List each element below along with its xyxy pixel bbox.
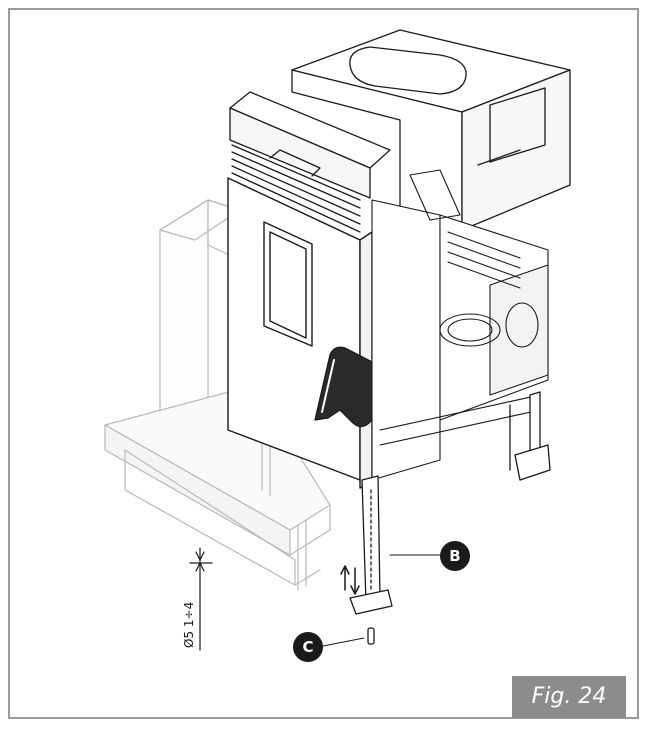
callout-c: C	[293, 632, 323, 662]
internal-frame	[371, 169, 549, 481]
callout-b: B	[440, 541, 470, 571]
dimension-marker	[189, 547, 213, 651]
top-cap	[229, 91, 391, 241]
figure-label: Fig. 24	[512, 676, 626, 718]
removal-handle	[314, 346, 378, 428]
leader-lines	[322, 554, 441, 647]
height-adjust-arrows	[340, 565, 360, 595]
adjustment-pin	[367, 627, 375, 645]
dimension-text: Ø5 1÷4	[182, 602, 196, 648]
stove-legs	[349, 391, 551, 615]
